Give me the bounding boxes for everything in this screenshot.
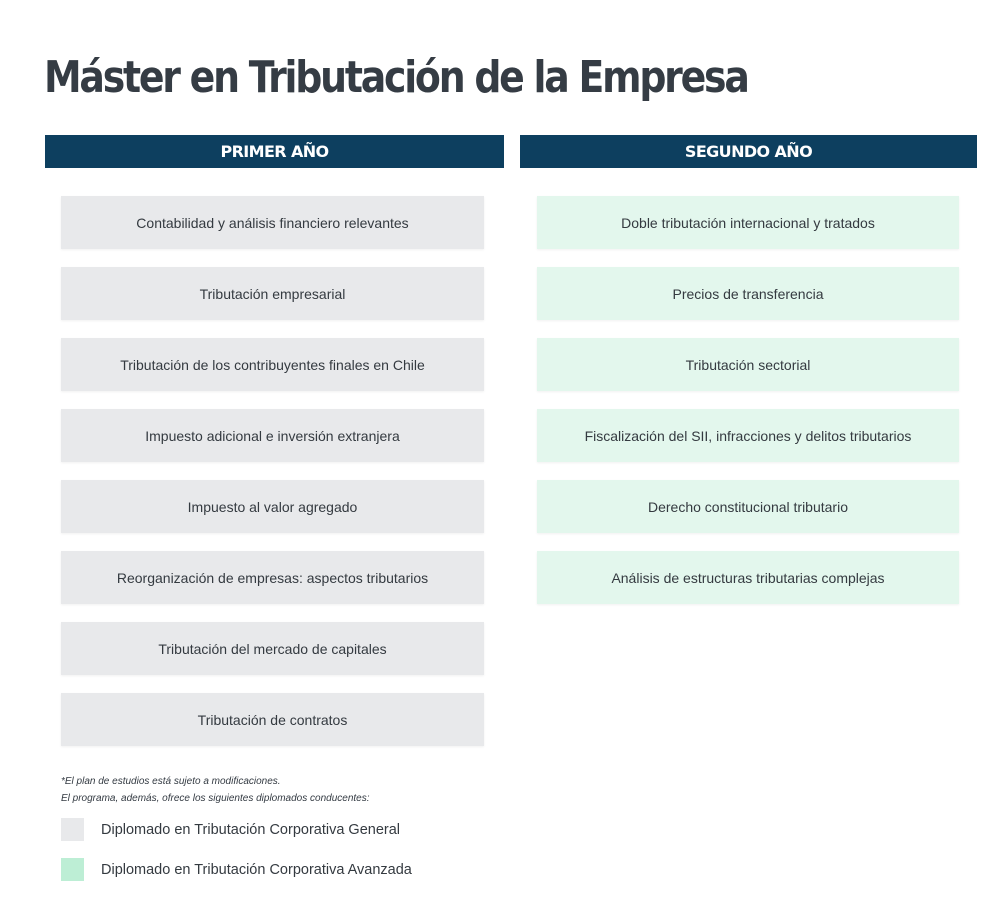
disclaimer-note: *El plan de estudios está sujeto a modif… [61, 776, 281, 787]
course-card: Tributación sectorial [537, 338, 959, 391]
legend-label: Diplomado en Tributación Corporativa Ava… [101, 861, 412, 878]
first-year-course-list: Contabilidad y análisis financiero relev… [61, 196, 484, 764]
course-card: Tributación empresarial [61, 267, 484, 320]
legend-swatch-gray [61, 818, 84, 841]
course-card: Contabilidad y análisis financiero relev… [61, 196, 484, 249]
course-card: Tributación de contratos [61, 693, 484, 746]
course-card: Tributación del mercado de capitales [61, 622, 484, 675]
second-year-course-list: Doble tributación internacional y tratad… [537, 196, 959, 622]
course-card: Impuesto al valor agregado [61, 480, 484, 533]
course-card: Tributación de los contribuyentes finale… [61, 338, 484, 391]
course-card: Impuesto adicional e inversión extranjer… [61, 409, 484, 462]
course-card: Derecho constitucional tributario [537, 480, 959, 533]
second-year-header: SEGUNDO AÑO [520, 135, 977, 168]
course-card: Análisis de estructuras tributarias comp… [537, 551, 959, 604]
legend-item-general: Diplomado en Tributación Corporativa Gen… [61, 818, 400, 841]
course-card: Fiscalización del SII, infracciones y de… [537, 409, 959, 462]
course-card: Doble tributación internacional y tratad… [537, 196, 959, 249]
legend-item-advanced: Diplomado en Tributación Corporativa Ava… [61, 858, 412, 881]
diplomas-intro-note: El programa, además, ofrece los siguient… [61, 793, 370, 804]
page-title: Máster en Tributación de la Empresa [44, 52, 750, 103]
course-card: Precios de transferencia [537, 267, 959, 320]
first-year-header: PRIMER AÑO [45, 135, 504, 168]
legend-swatch-green [61, 858, 84, 881]
legend-label: Diplomado en Tributación Corporativa Gen… [101, 821, 401, 838]
course-card: Reorganización de empresas: aspectos tri… [61, 551, 484, 604]
